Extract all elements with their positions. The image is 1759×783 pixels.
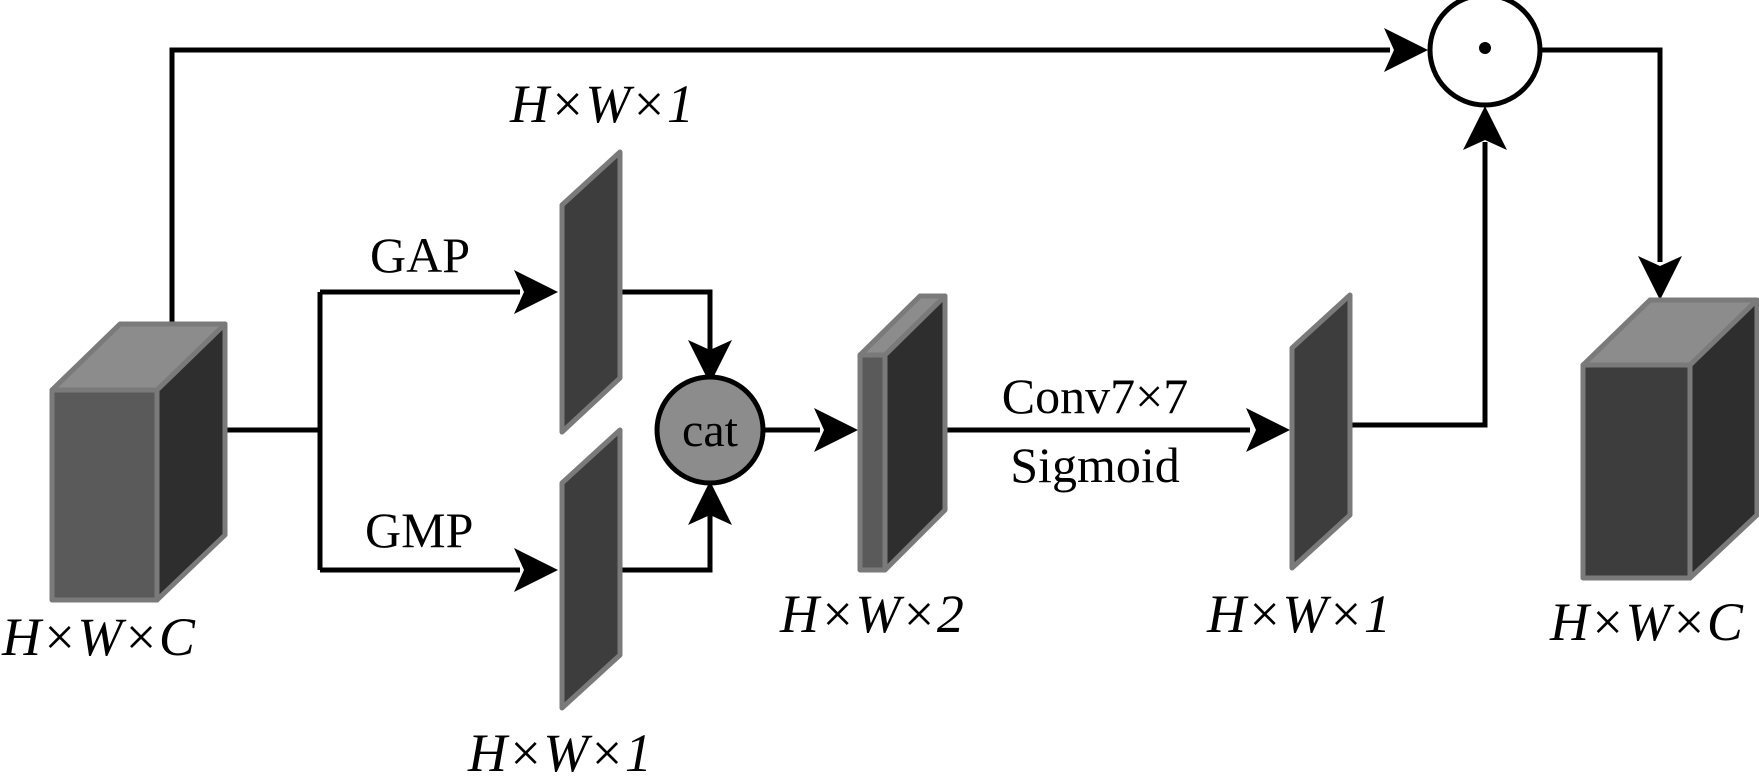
attention-map — [1289, 292, 1353, 571]
attention-dims-label: H×W×1 — [1206, 584, 1391, 644]
gmp-dims-label: H×W×1 — [467, 723, 652, 783]
gap-feature-map — [559, 149, 623, 435]
multiply-dot-icon — [1479, 42, 1491, 54]
gmp-label: GMP — [365, 502, 473, 558]
gmp-feature-map — [559, 427, 623, 711]
gap-to-cat-line — [618, 289, 713, 350]
multiply-to-output-line — [1542, 47, 1663, 262]
gap-to-cat-arrowhead — [688, 340, 732, 384]
sigmoid-label: Sigmoid — [1010, 437, 1179, 493]
attention-to-multiply-line — [1350, 142, 1488, 428]
multiply-to-output-arrowhead — [1638, 256, 1682, 300]
conv-label: Conv7×7 — [1002, 368, 1189, 424]
gap-dims-label: H×W×1 — [509, 74, 694, 134]
input-feature-block — [49, 321, 228, 603]
input-dims-label: H×W×C — [1, 607, 196, 667]
concat-feature-map — [857, 293, 948, 573]
skip-connection-line — [169, 47, 1390, 325]
output-feature-block — [1580, 297, 1759, 581]
gap-arrowhead — [514, 270, 558, 314]
concat-dims-label: H×W×2 — [779, 584, 964, 644]
cat-node — [654, 374, 766, 486]
gap-label: GAP — [370, 227, 470, 283]
gmp-to-cat-line — [618, 515, 713, 573]
conv-arrowhead — [1246, 408, 1290, 452]
attention-to-multiply-arrowhead — [1463, 106, 1507, 150]
gmp-arrowhead — [514, 548, 558, 592]
output-dims-label: H×W×C — [1549, 592, 1744, 652]
skip-connection-arrowhead — [1384, 28, 1428, 72]
gmp-to-cat-arrowhead — [688, 481, 732, 525]
cat-to-concat-arrowhead — [814, 408, 858, 452]
cat-label: cat — [682, 404, 739, 457]
